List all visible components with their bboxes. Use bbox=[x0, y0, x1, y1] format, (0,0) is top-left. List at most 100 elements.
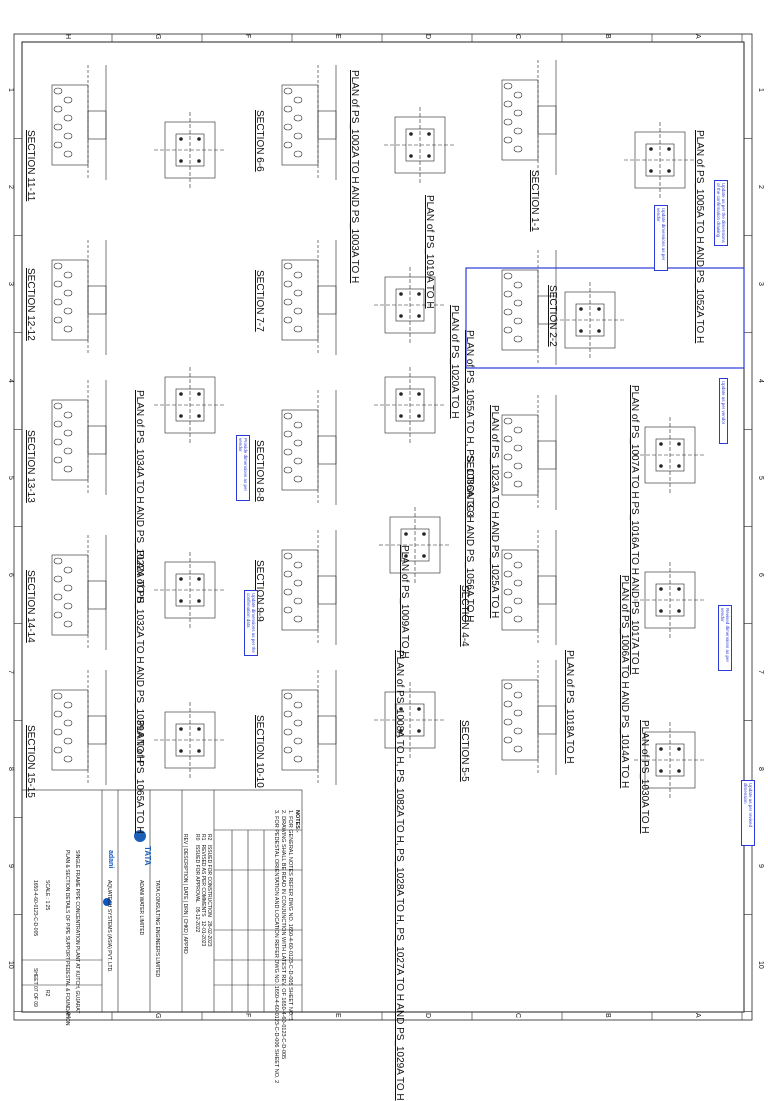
title-block bbox=[21, 789, 303, 1013]
note-1: 1. FOR GENERAL NOTES REFER DWG NO. 1650-… bbox=[287, 810, 293, 1022]
grid-col-6: 6 bbox=[7, 572, 14, 577]
grid-row-B: B bbox=[604, 34, 611, 39]
section-title: SECTION 1-1 bbox=[529, 170, 540, 232]
drawing-title: PLAN & SECTION DETAILS OF PIPE SUPPORT P… bbox=[64, 850, 70, 1026]
plan-detail bbox=[634, 417, 706, 493]
section-title: SECTION 13-13 bbox=[25, 430, 36, 503]
review-comment: Update dimensions as per the confirmatio… bbox=[244, 590, 258, 656]
section-detail bbox=[501, 60, 557, 175]
plan-detail bbox=[374, 367, 446, 443]
section-detail bbox=[501, 660, 557, 775]
review-comment: Provide dimensions as per vendor bbox=[236, 435, 250, 501]
grid-col-9: 9 bbox=[757, 863, 764, 868]
grid-col-7: 7 bbox=[757, 669, 764, 674]
title-block-text: R2 ISSUED FOR CONSTRUCTION 28-02-2023 R1… bbox=[194, 834, 212, 947]
brand-tata: TATA bbox=[143, 846, 152, 866]
grid-row-D: D bbox=[424, 1013, 431, 1019]
drawing-sheet bbox=[13, 33, 753, 1021]
review-comment: Update dimensions as per vendor bbox=[654, 205, 668, 271]
section-title: SECTION 8-8 bbox=[254, 440, 265, 502]
plan-detail bbox=[379, 507, 451, 583]
section-detail bbox=[51, 670, 107, 785]
plan-detail bbox=[554, 282, 626, 358]
plan-title: PLAN of PS_1002A TO H AND PS_1003A TO H bbox=[349, 70, 360, 284]
grid-col-5: 5 bbox=[757, 475, 764, 480]
grid-row-B: B bbox=[604, 1013, 611, 1018]
section-title: SECTION 7-7 bbox=[254, 270, 265, 332]
section-detail bbox=[281, 530, 337, 645]
project-name: SINGLE FRAME PIPE CONCENTRATION PLANT AT… bbox=[74, 850, 80, 1014]
section-title: SECTION 12-12 bbox=[25, 268, 36, 341]
section-detail bbox=[51, 380, 107, 495]
review-comment: Update as per vendor bbox=[719, 378, 728, 444]
section-title: SECTION 6-6 bbox=[254, 110, 265, 172]
rev-headers: REV | DESCRIPTION | DATE | DRN | CHKD | … bbox=[182, 834, 188, 954]
client-name: ADANI WATER LIMITED bbox=[138, 880, 144, 936]
grid-row-G: G bbox=[154, 1013, 161, 1019]
grid-col-7: 7 bbox=[7, 669, 14, 674]
grid-col-6: 6 bbox=[757, 572, 764, 577]
grid-row-D: D bbox=[424, 34, 431, 40]
rev-2: R2 ISSUED FOR CONSTRUCTION 28-02-2023 bbox=[206, 834, 212, 947]
plan-title: PLAN of PS_1030A TO H bbox=[639, 720, 650, 834]
grid-col-4: 4 bbox=[7, 378, 14, 383]
grid-row-E: E bbox=[334, 34, 341, 39]
grid-col-8: 8 bbox=[757, 766, 764, 771]
adani-logo-icon bbox=[103, 898, 111, 906]
section-title: SECTION 5-5 bbox=[459, 720, 470, 782]
plan-detail bbox=[154, 702, 226, 778]
plan-title: PLAN of PS_1007A TO H PS_1016A TO H AND … bbox=[629, 385, 640, 675]
drawing-number: 1650-4-60-0123-C-D-005 bbox=[32, 880, 38, 937]
review-comment: Update as per the dimensions of the conf… bbox=[714, 180, 728, 246]
plan-detail bbox=[154, 552, 226, 628]
section-detail bbox=[281, 390, 337, 505]
grid-col-1: 1 bbox=[7, 87, 14, 92]
section-title: SECTION 10-10 bbox=[254, 715, 265, 788]
section-title: SECTION 4-4 bbox=[459, 585, 470, 647]
brand-adani: adani bbox=[107, 850, 114, 869]
grid-row-C: C bbox=[514, 1013, 521, 1019]
grid-row-F: F bbox=[244, 1013, 251, 1018]
plan-title: PLAN of PS_1008A TO H, PS_1082A TO H, PS… bbox=[394, 650, 405, 1101]
section-detail bbox=[501, 395, 557, 510]
plan-title: PLAN of PS_1006A TO H AND PS_1014A TO H bbox=[619, 575, 630, 789]
review-comment: Revised dimensions as per vendor bbox=[718, 605, 732, 671]
consultant-name: TATA CONSULTING ENGINEERS LIMITED bbox=[154, 880, 160, 978]
grid-col-3: 3 bbox=[7, 281, 14, 286]
plan-detail bbox=[374, 682, 446, 758]
notes-heading: NOTES:- bbox=[294, 810, 300, 833]
plan-detail bbox=[384, 107, 456, 183]
grid-col-2: 2 bbox=[7, 184, 14, 189]
grid-col-5: 5 bbox=[7, 475, 14, 480]
grid-row-E: E bbox=[334, 1013, 341, 1018]
plan-detail bbox=[374, 267, 446, 343]
grid-col-4: 4 bbox=[757, 378, 764, 383]
grid-row-A: A bbox=[694, 34, 701, 39]
highlight-box bbox=[465, 267, 745, 369]
grid-row-G: G bbox=[154, 34, 161, 40]
section-detail bbox=[281, 670, 337, 785]
grid-col-10: 10 bbox=[7, 960, 14, 969]
section-detail bbox=[501, 530, 557, 645]
grid-ticks bbox=[14, 34, 752, 1020]
plan-title: PLAN of PS_1005A TO H AND PS_1052A TO H bbox=[694, 130, 705, 344]
sub-contractor: AQUATECH SYSTEMS (ASIA) PVT. LTD. bbox=[106, 880, 112, 973]
plan-title: PLAN of PS_1019A TO H bbox=[424, 195, 435, 309]
sheet-number: SHEET 07 OF 09 bbox=[32, 968, 38, 1007]
plan-detail bbox=[634, 722, 706, 798]
plan-title: PLAN of PS_1065A TO H bbox=[134, 720, 145, 834]
grid-col-8: 8 bbox=[7, 766, 14, 771]
section-title: SECTION 3-3 bbox=[464, 455, 475, 517]
review-comment: Update as per revised dimension bbox=[741, 780, 755, 846]
notes-block: NOTES:- 1. FOR GENERAL NOTES REFER DWG N… bbox=[272, 810, 300, 1083]
section-detail bbox=[281, 65, 337, 180]
rev-number: R2 bbox=[44, 990, 50, 997]
plan-detail bbox=[154, 367, 226, 443]
rev-0: R0 ISSUED FOR APPROVAL 05-12-2022 bbox=[194, 834, 200, 933]
plan-title: PLAN of PS_1009A TO H bbox=[399, 545, 410, 659]
tata-logo-icon bbox=[134, 830, 146, 842]
section-title: SECTION 15-15 bbox=[25, 725, 36, 798]
grid-row-F: F bbox=[244, 34, 251, 39]
plan-detail bbox=[154, 112, 226, 188]
plan-title: PLAN of PS_1018A TO H bbox=[564, 650, 575, 764]
